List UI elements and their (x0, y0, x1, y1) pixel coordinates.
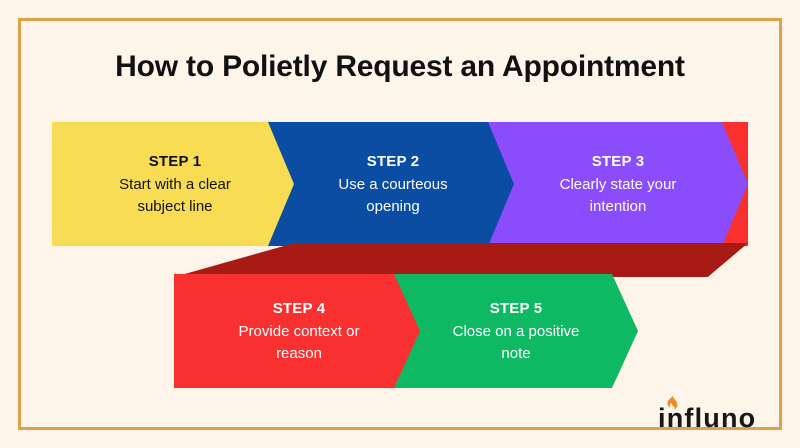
flow-step-2[interactable]: STEP 2 Use a courteous opening (268, 122, 518, 246)
step-3-description-line-1: Clearly state your (559, 175, 677, 193)
step-2-description-line-2: opening (366, 197, 420, 215)
step-4-description-line-1: Provide context or (238, 322, 360, 340)
step-4-description-line-2: reason (276, 344, 322, 362)
step-1-label: STEP 1 (148, 152, 202, 170)
step-1-description-line-1: Start with a clear (119, 175, 231, 193)
step-1-description-line-2: subject line (137, 197, 213, 215)
logo-wordmark: influno (658, 403, 757, 433)
step-4-label: STEP 4 (272, 299, 326, 317)
step-3-description-line-2: intention (589, 197, 647, 215)
page-title: How to Polietly Request an Appointment (115, 50, 685, 83)
step-3-label: STEP 3 (591, 152, 645, 170)
step-5-label: STEP 5 (489, 299, 543, 317)
step-5-description-line-2: note (501, 344, 531, 362)
step-5-description-line-1: Close on a positive (452, 322, 580, 340)
flow-row-one: STEP 1 Start with a clear subject line S… (52, 122, 748, 246)
flow-step-3[interactable]: STEP 3 Clearly state your intention (488, 122, 748, 246)
flow-step-5[interactable]: STEP 5 Close on a positive note (394, 274, 638, 388)
flow-step-4[interactable]: STEP 4 Provide context or reason (174, 274, 424, 388)
brand-logo[interactable]: influno (658, 395, 757, 433)
step-2-label: STEP 2 (366, 152, 420, 170)
flame-icon (667, 395, 678, 410)
flow-step-1[interactable]: STEP 1 Start with a clear subject line (52, 122, 298, 246)
flow-row-two: STEP 4 Provide context or reason STEP 5 … (174, 274, 638, 388)
fold-connector (174, 243, 748, 277)
step-2-description-line-1: Use a courteous (338, 175, 448, 193)
